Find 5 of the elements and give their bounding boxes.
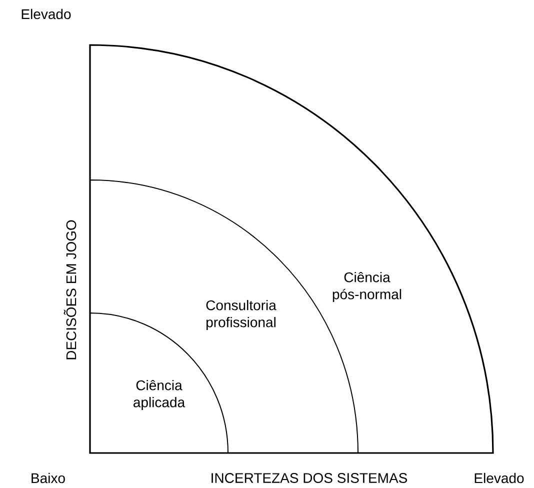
axis-label: DECISÕES EM JOGO [64,220,76,360]
axis-label: Elevado [22,8,71,20]
axis-label: INCERTEZAS DOS SISTEMAS [212,473,408,483]
axis-label: Baixo [32,472,65,484]
axis-label: Elevado [474,472,524,484]
